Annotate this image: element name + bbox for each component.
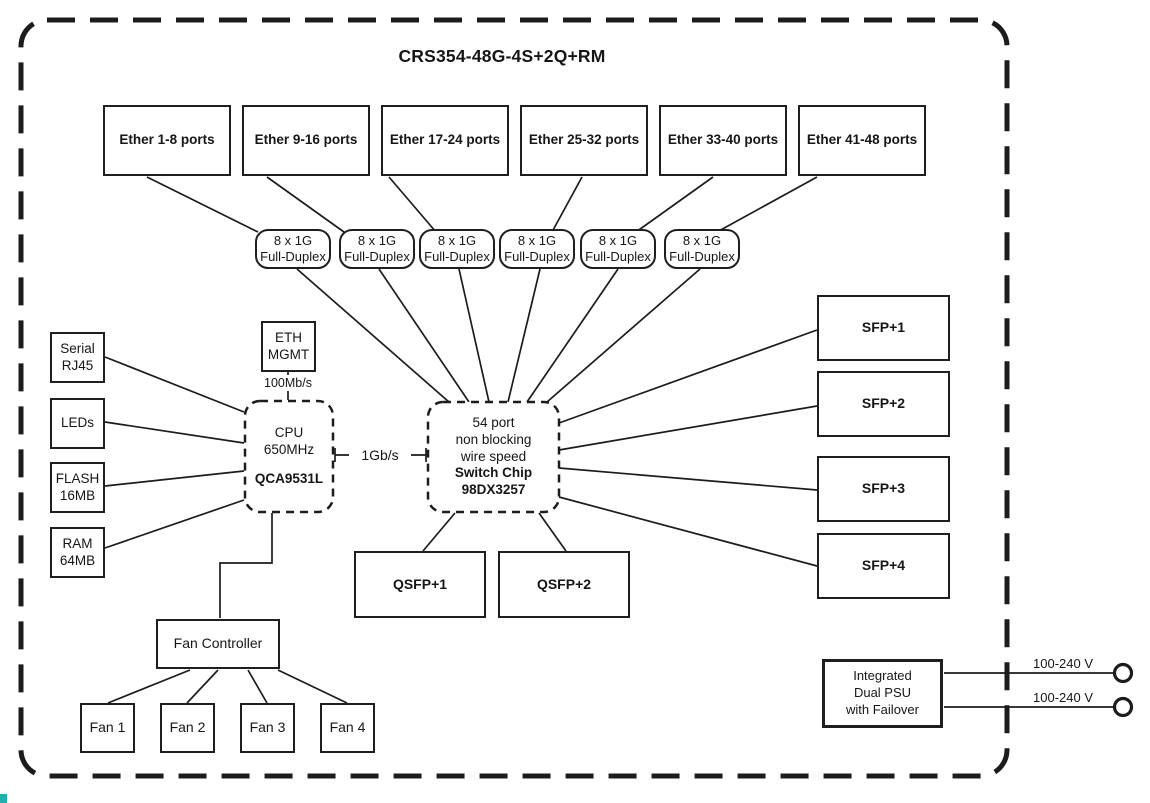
cpu-chip-outline (243, 399, 335, 514)
switch-chip-desc: 54 port non blocking wire speed (455, 414, 532, 464)
fan-box: Fan 4 (320, 703, 375, 753)
fan-box: Fan 2 (160, 703, 215, 753)
wire-phy6-switch (546, 268, 701, 403)
qsfp-port-box: QSFP+1 (354, 551, 486, 618)
wire-switch-sfp1 (558, 329, 818, 424)
wire-leds-cpu (104, 421, 245, 444)
wire-flash-cpu (104, 470, 245, 487)
wire-fc-fan1 (107, 669, 191, 704)
power-socket-2-icon (1112, 696, 1134, 718)
ether-ports-box: Ether 41-48 ports (798, 105, 926, 176)
fan-box: Fan 3 (240, 703, 295, 753)
cpu-switch-link-label: 1Gb/s (349, 446, 411, 464)
phy-8x1g-box: 8 x 1G Full-Duplex (339, 229, 415, 269)
peripheral-box-ram: RAM 64MB (50, 527, 105, 578)
wire-switch-sfp4 (558, 496, 818, 567)
wire-switch-sfp2 (558, 405, 818, 451)
sfp-port-box: SFP+1 (817, 295, 950, 361)
cpu-box: CPU 650MHz QCA9531L (245, 401, 333, 512)
wire-fc-fan3 (247, 669, 268, 704)
wire-switch-qsfp1 (422, 512, 456, 552)
wire-switch-sfp3 (558, 467, 818, 491)
wire-switch-qsfp2 (538, 512, 567, 552)
peripheral-box-serial: Serial RJ45 (50, 332, 105, 383)
power-socket-1-icon (1112, 662, 1134, 684)
wire-fc-fan2 (186, 669, 219, 704)
wire-ether2-phy (266, 176, 345, 233)
wire-phy5-switch (526, 268, 619, 403)
cpu-label: CPU 650MHz (263, 424, 315, 457)
wire-serial-cpu (104, 356, 245, 413)
ether-ports-box: Ether 25-32 ports (520, 105, 648, 176)
sfp-port-box: SFP+2 (817, 371, 950, 437)
wire-fc-fan4 (277, 669, 348, 704)
phy-8x1g-box: 8 x 1G Full-Duplex (255, 229, 331, 269)
wire-ether5-phy (635, 176, 714, 233)
peripheral-box-flash: FLASH 16MB (50, 462, 105, 513)
eth-mgmt-speed-label: 100Mb/s (254, 375, 322, 391)
psu-box: Integrated Dual PSU with Failover (822, 659, 943, 728)
cpu-model: QCA9531L (254, 471, 324, 487)
sfp-port-box: SFP+4 (817, 533, 950, 599)
wire-cpu-fancontroller (219, 513, 273, 618)
switch-chip-box: 54 port non blocking wire speed Switch C… (428, 402, 559, 512)
qsfp-port-box: QSFP+2 (498, 551, 630, 618)
wire-ether4-phy (551, 176, 583, 233)
ether-ports-box: Ether 1-8 ports (103, 105, 231, 176)
sfp-port-box: SFP+3 (817, 456, 950, 522)
connector-lines (104, 176, 1114, 708)
wire-ether1-phy (146, 176, 259, 233)
wire-phy3-switch (458, 268, 490, 403)
wire-ether6-phy (716, 176, 818, 233)
wire-phy2-switch (378, 268, 470, 403)
fan-controller-box: Fan Controller (156, 619, 280, 669)
wire-ether3-phy (388, 176, 437, 233)
phy-8x1g-box: 8 x 1G Full-Duplex (664, 229, 740, 269)
switch-chip-outline (426, 400, 561, 514)
wire-phy1-switch (296, 268, 450, 403)
phy-8x1g-box: 8 x 1G Full-Duplex (419, 229, 495, 269)
wire-ram-cpu (104, 499, 245, 549)
device-title: CRS354-48G-4S+2Q+RM (398, 46, 606, 66)
scan-artifact (0, 794, 7, 803)
phy-8x1g-box: 8 x 1G Full-Duplex (580, 229, 656, 269)
peripheral-box-leds: LEDs (50, 398, 105, 449)
power-input-label: 100-240 V (1028, 656, 1098, 671)
eth-mgmt-box: ETH MGMT (261, 321, 316, 372)
fan-box: Fan 1 (80, 703, 135, 753)
ether-ports-box: Ether 9-16 ports (242, 105, 370, 176)
power-input-label: 100-240 V (1028, 690, 1098, 705)
phy-8x1g-box: 8 x 1G Full-Duplex (499, 229, 575, 269)
switch-chip-model: Switch Chip 98DX3257 (454, 465, 533, 498)
ether-ports-box: Ether 17-24 ports (381, 105, 509, 176)
ether-ports-box: Ether 33-40 ports (659, 105, 787, 176)
wire-phy4-switch (507, 268, 541, 403)
